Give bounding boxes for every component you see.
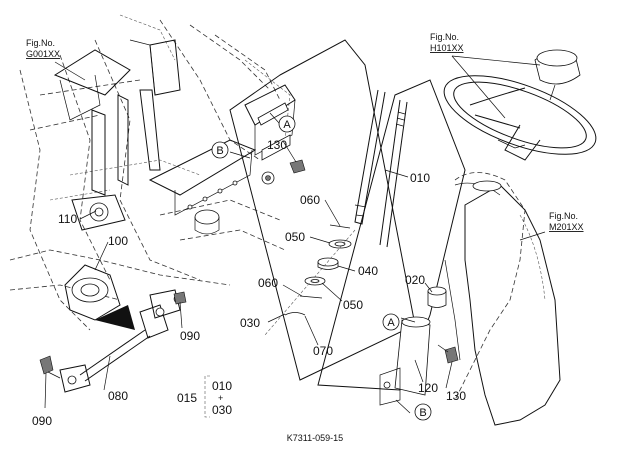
part-label-090-left: 090 (32, 414, 52, 428)
part-label-080: 080 (108, 389, 128, 403)
bolt-090-mid (173, 291, 187, 305)
fig-ref-m201xx: Fig.No. M201XX (549, 211, 584, 232)
part-label-110: 110 (58, 212, 77, 226)
svg-text:M201XX: M201XX (549, 222, 584, 232)
frame-background (9, 14, 291, 331)
part-label-010: 010 (410, 171, 430, 185)
part-label-070: 070 (313, 344, 333, 358)
part-label-060-upper: 060 (300, 193, 320, 207)
fig-ref-h101xx: Fig.No. H101XX (430, 32, 464, 53)
assembly-plus: + (218, 393, 223, 403)
leader-lines (44, 55, 546, 414)
part-label-030: 030 (240, 316, 260, 330)
assembly-group-015: 015 010 + 030 (177, 375, 232, 418)
svg-text:B: B (419, 407, 426, 419)
part-label-100: 100 (108, 234, 128, 248)
assembly-item-010: 010 (212, 379, 232, 393)
joint-assembly (39, 194, 183, 393)
fig-ref-g001xx: Fig.No. G001XX (26, 38, 60, 59)
ref-a-right: A (382, 313, 400, 331)
ref-b-right: B (414, 403, 432, 421)
part-label-020: 020 (405, 273, 425, 287)
assembly-label: 015 (177, 391, 197, 405)
part-label-090-right: 090 (180, 329, 200, 343)
steering-wheel (443, 49, 597, 161)
svg-text:H101XX: H101XX (430, 43, 464, 53)
svg-text:A: A (283, 119, 291, 131)
part-label-040: 040 (358, 264, 378, 278)
part-label-050-lower: 050 (343, 298, 363, 312)
svg-text:Fig.No.: Fig.No. (549, 211, 578, 221)
part-label-130-top: 130 (267, 138, 287, 152)
part-label-130-bottom: 130 (446, 389, 466, 403)
bolt-130-top (289, 159, 306, 174)
part-label-120: 120 (418, 381, 438, 395)
frame-brackets (53, 39, 296, 235)
svg-text:B: B (216, 145, 223, 157)
assembly-item-030: 030 (212, 403, 232, 417)
ref-a-top: A (278, 115, 296, 133)
svg-text:Fig.No.: Fig.No. (26, 38, 55, 48)
part-label-060-lower: 060 (258, 276, 278, 290)
svg-text:G001XX: G001XX (26, 49, 60, 59)
svg-text:Fig.No.: Fig.No. (430, 32, 459, 42)
part-label-050-upper: 050 (285, 230, 305, 244)
svg-text:A: A (387, 317, 395, 329)
ref-b-left: B (211, 141, 229, 159)
bolt-130-bottom (437, 344, 459, 364)
column-cover (444, 172, 561, 426)
drawing-code: K7311-059-15 (287, 433, 343, 443)
